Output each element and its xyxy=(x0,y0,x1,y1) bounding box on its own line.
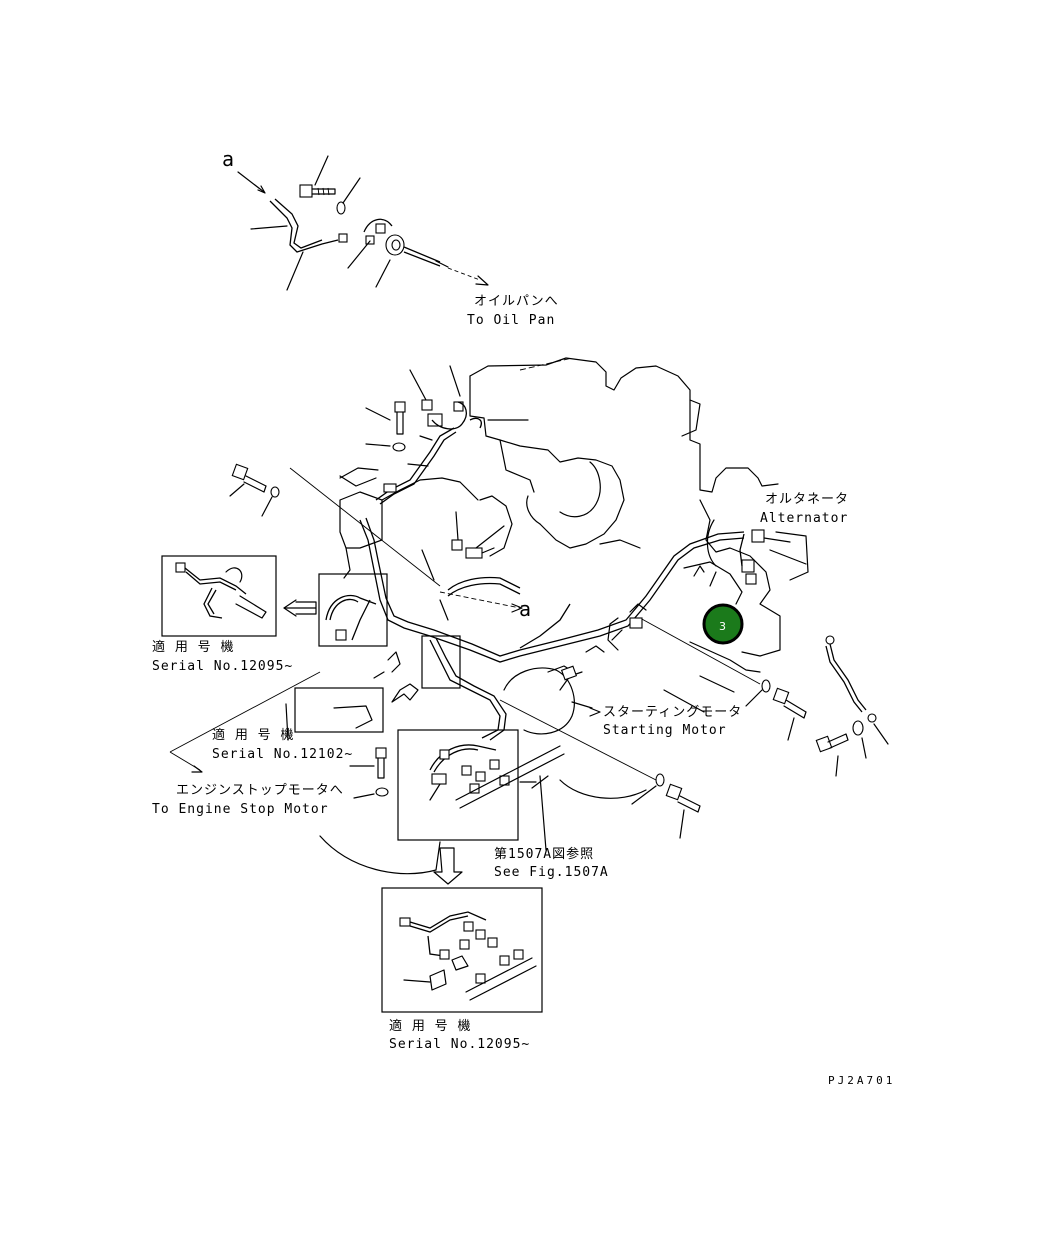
callout-3-number: 3 xyxy=(719,620,726,633)
serial-bottom-jp-label: 適 用 号 機 xyxy=(389,1018,471,1034)
engine-stop-en-label: To Engine Stop Motor xyxy=(152,802,329,817)
see-fig-jp-label: 第1507A図参照 xyxy=(494,846,594,862)
alternator-jp-label: オルタネータ xyxy=(765,492,849,507)
oil-pan-en-label: To Oil Pan xyxy=(467,313,555,328)
see-fig-en-label: See Fig.1507A xyxy=(494,865,609,880)
alternator-area: オルタネータ Alternator xyxy=(611,492,849,641)
callout-3[interactable]: 3 xyxy=(702,603,744,645)
starting-motor: スターティングモータ Starting Motor xyxy=(503,645,742,738)
engine-stop-leader: エンジンストップモータへ To Engine Stop Motor xyxy=(152,671,389,817)
engine-stop-jp-label: エンジンストップモータへ xyxy=(176,783,344,798)
main-harness: a xyxy=(289,427,761,799)
callout-3-marker[interactable] xyxy=(702,603,744,645)
left-bolts xyxy=(229,463,280,517)
connector-cluster: 第1507A図参照 See Fig.1507A xyxy=(319,729,609,885)
serial-mid-en-label: Serial No.12102~ xyxy=(212,747,353,762)
alternator-en-label: Alternator xyxy=(760,511,848,526)
serial-mid-jp-label: 適 用 号 機 xyxy=(212,727,294,743)
oil-pan-sensor-detail: a オイルパンへ To Oil Pan xyxy=(222,147,559,328)
serial-bottom-en-label: Serial No.12095~ xyxy=(389,1037,530,1052)
starting-motor-jp-label: スターティングモータ xyxy=(603,705,742,720)
middle-boxes: 適 用 号 機 Serial No.12102~ xyxy=(212,573,461,762)
starting-motor-en-label: Starting Motor xyxy=(603,723,727,738)
inset-bottom: 適 用 号 機 Serial No.12095~ xyxy=(381,887,543,1052)
right-bolts xyxy=(631,635,889,839)
upper-fittings xyxy=(339,365,529,621)
ref-a-top-label: a xyxy=(222,147,235,171)
inset-left: 適 用 号 機 Serial No.12095~ xyxy=(152,555,317,674)
engine-block-outline xyxy=(339,357,781,713)
serial-left-jp-label: 適 用 号 機 xyxy=(152,639,234,655)
oil-pan-jp-label: オイルパンへ xyxy=(474,294,559,309)
ref-a-mid-label: a xyxy=(519,597,532,621)
drawing-code: PJ2A701 xyxy=(828,1074,895,1087)
serial-left-en-label: Serial No.12095~ xyxy=(152,659,293,674)
